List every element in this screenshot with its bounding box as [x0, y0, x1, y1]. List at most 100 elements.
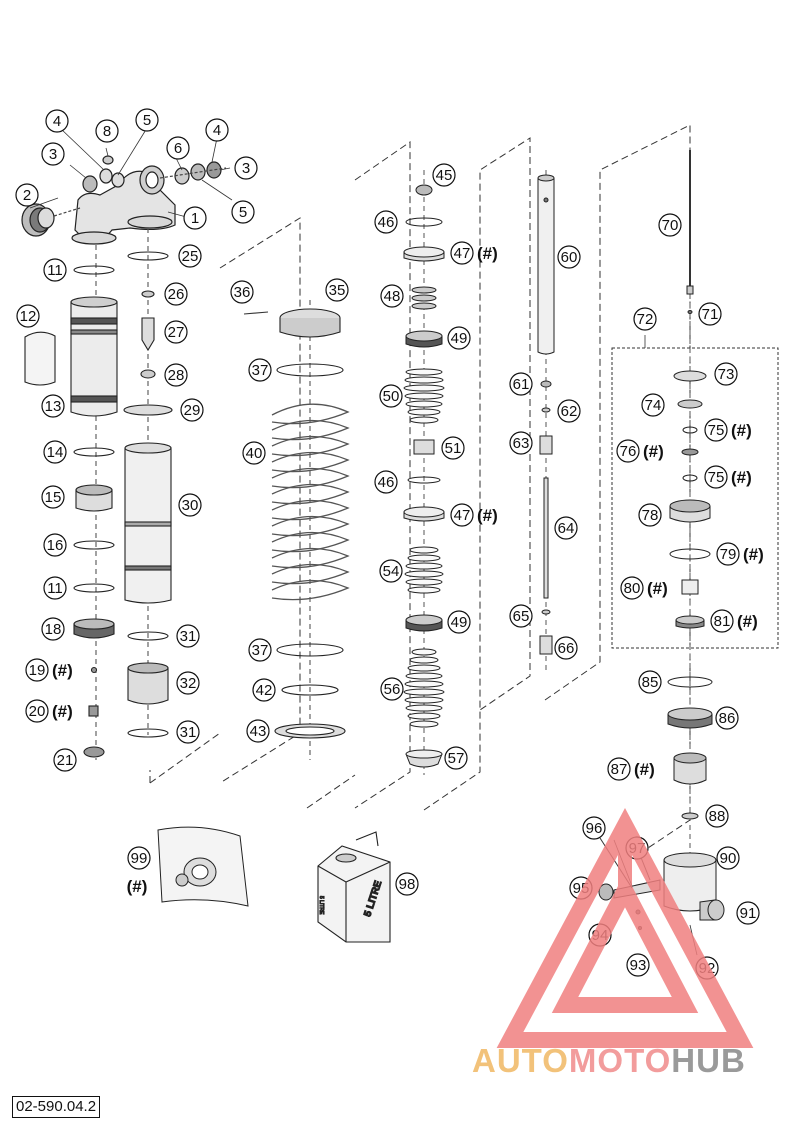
callout-74: 74 — [641, 393, 665, 417]
callout-number: 11 — [47, 262, 63, 279]
callout-number: 56 — [384, 681, 401, 698]
callout-circle — [638, 503, 662, 527]
callout-circle — [380, 284, 404, 308]
callout-circle — [633, 307, 657, 331]
callout-29: 29 — [180, 398, 204, 422]
callout-number: 49 — [451, 614, 468, 631]
callout-number: 1 — [191, 210, 199, 227]
logo-word-hub: HUB — [671, 1042, 746, 1079]
oil-can-side-label: 5 LITRE — [318, 896, 324, 915]
callout-13: 13 — [41, 394, 65, 418]
callout-circle — [43, 576, 67, 600]
callout-circle — [231, 200, 255, 224]
callout-64: 64 — [554, 516, 578, 540]
callout-number: 61 — [513, 376, 530, 393]
callout-circle — [176, 720, 200, 744]
callout-number: 15 — [45, 489, 62, 506]
callout-number: 13 — [45, 398, 62, 415]
callout-46: 46 — [374, 210, 398, 234]
callout-circle — [441, 436, 465, 460]
callout-number: 29 — [184, 402, 201, 419]
callout-number: 87 — [611, 761, 628, 778]
callout-21: 21 — [53, 748, 77, 772]
callout-87: 87(#) — [607, 757, 655, 781]
callout-circle — [41, 394, 65, 418]
callout-circle — [176, 671, 200, 695]
callout-76: 76(#) — [616, 439, 664, 463]
callout-circle — [554, 516, 578, 540]
callout-number: 32 — [180, 675, 197, 692]
callout-42: 42 — [252, 678, 276, 702]
callout-88: 88 — [705, 804, 729, 828]
brand-logo-wordmark: AUTOMOTOHUB — [472, 1041, 746, 1081]
callout-hash-marker: (#) — [52, 661, 73, 680]
callout-47: 47(#) — [450, 241, 498, 265]
callout-circle — [15, 183, 39, 207]
callout-circle — [447, 326, 471, 350]
callout-number: 30 — [182, 497, 199, 514]
callout-1: 1 — [183, 206, 207, 230]
callout-circle — [509, 372, 533, 396]
callout-hash-marker: (#) — [737, 612, 758, 631]
logo-triangle-inner — [551, 872, 699, 1013]
callout-number: 27 — [168, 324, 185, 341]
callout-15: 15 — [41, 485, 65, 509]
callout-number: 6 — [174, 140, 182, 157]
callout-circle — [432, 163, 456, 187]
callout-3: 3 — [234, 156, 258, 180]
callout-circle — [41, 485, 65, 509]
callout-number: 28 — [168, 367, 185, 384]
callout-54: 54 — [379, 559, 403, 583]
callout-72: 72 — [633, 307, 657, 331]
callout-85: 85 — [638, 670, 662, 694]
callout-circle — [641, 393, 665, 417]
callout-number: 76 — [620, 443, 637, 460]
callout-93: 93 — [626, 953, 650, 977]
callout-11: 11 — [43, 258, 67, 282]
drawing-reference-code: 02-590.04.2 — [12, 1096, 101, 1118]
callout-56: 56 — [380, 677, 404, 701]
callout-99: 99(#) — [127, 846, 151, 896]
callout-75: 75(#) — [704, 465, 752, 489]
callout-number: 85 — [642, 674, 659, 691]
callout-circle — [509, 604, 533, 628]
callout-51: 51 — [441, 436, 465, 460]
callout-circle — [447, 610, 471, 634]
callout-circle — [379, 559, 403, 583]
callout-78: 78 — [638, 503, 662, 527]
callout-circle — [374, 210, 398, 234]
callout-number: 48 — [384, 288, 401, 305]
callout-circle — [715, 706, 739, 730]
callout-number: 98 — [399, 876, 416, 893]
callout-96: 96 — [582, 816, 606, 840]
callout-3: 3 — [41, 142, 65, 166]
callout-number: 81 — [714, 613, 731, 630]
logo-triangle-outer — [496, 808, 754, 1048]
callout-layer: 1233445568111112131415161819(#)20(#)2125… — [15, 108, 764, 980]
logo-word-auto: AUTO — [472, 1042, 569, 1079]
callout-number: 3 — [242, 160, 250, 177]
callout-circle — [626, 953, 650, 977]
callout-60: 60 — [557, 245, 581, 269]
callout-37: 37 — [248, 358, 272, 382]
callout-circle — [25, 658, 49, 682]
callout-81: 81 (#) — [710, 609, 758, 633]
callout-circle — [582, 816, 606, 840]
callout-number: 63 — [513, 435, 530, 452]
callout-circle — [557, 245, 581, 269]
callout-circle — [714, 362, 738, 386]
callout-50: 50 — [379, 384, 403, 408]
callout-number: 45 — [436, 167, 453, 184]
callout-number: 12 — [20, 308, 37, 325]
callout-circle — [557, 399, 581, 423]
callout-number: 11 — [47, 580, 63, 597]
callout-90: 90 — [716, 846, 740, 870]
callout-circle — [53, 748, 77, 772]
callout-number: 80 — [624, 580, 641, 597]
callout-circle — [176, 624, 200, 648]
callout-46: 46 — [374, 470, 398, 494]
callout-number: 19 — [29, 662, 46, 679]
callout-number: 37 — [252, 642, 269, 659]
callout-circle — [164, 363, 188, 387]
callout-number: 88 — [709, 808, 726, 825]
